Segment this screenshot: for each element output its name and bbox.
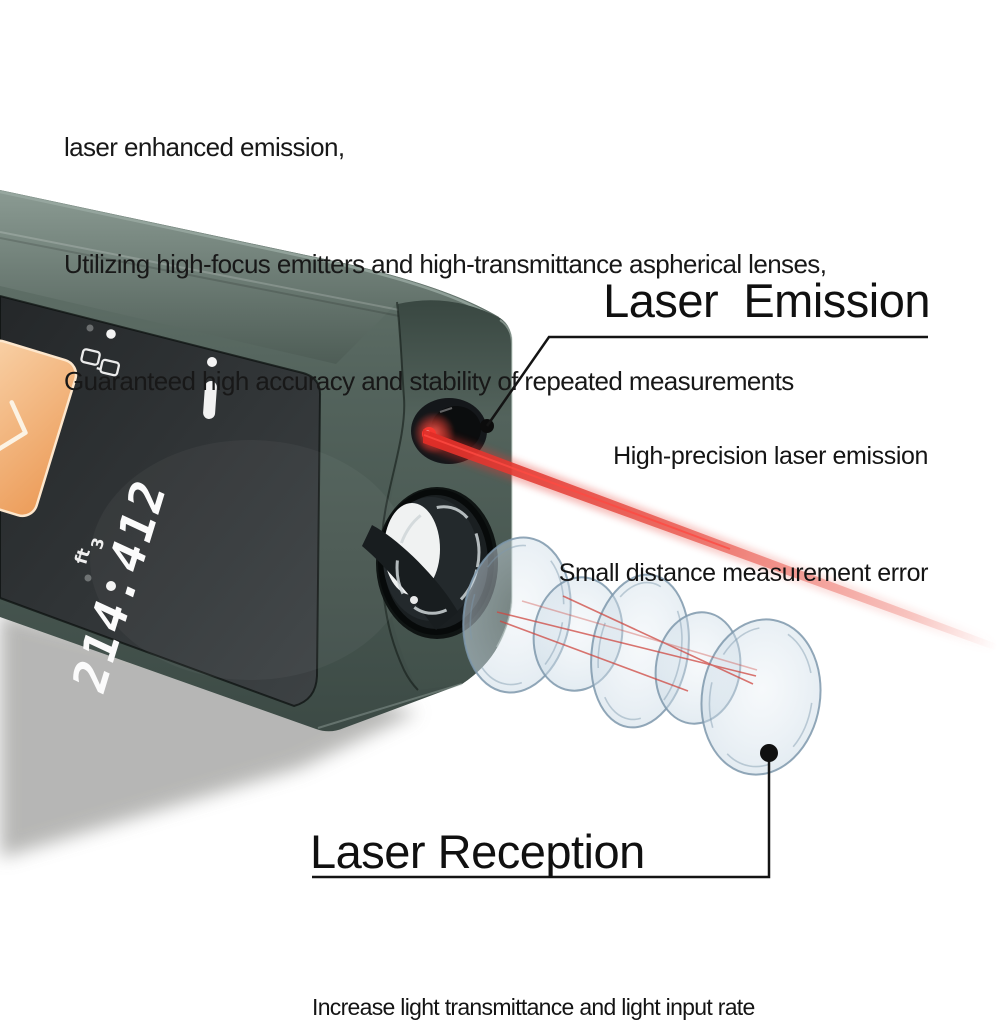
- continuous-measure-icon: [80, 348, 120, 377]
- lens-dark-band: [362, 525, 458, 630]
- emission-callout-line-1: High-precision laser emission: [613, 442, 928, 470]
- button-chevron-icon: [0, 400, 28, 453]
- device-top-face: [0, 190, 499, 364]
- focused-ray-4: [521, 600, 758, 671]
- screen-reflection: [90, 440, 410, 680]
- display-screen: [0, 294, 322, 708]
- emission-callout-title: Laser Emission: [603, 274, 930, 327]
- device: 214.412 ft 3: [0, 190, 513, 732]
- intro-line-3: Guaranteed high accuracy and stability o…: [64, 366, 794, 396]
- focused-ray-2: [562, 595, 754, 685]
- top-face-groove-shade: [0, 237, 431, 323]
- reception-callout-text: Increase light transmittance and light i…: [312, 905, 755, 1020]
- reception-callout-line: [312, 744, 778, 879]
- emission-callout-line-2: Small distance measurement error: [558, 559, 929, 587]
- intro-line-1: laser enhanced emission,: [64, 132, 345, 162]
- emission-callout-line: [485, 335, 928, 427]
- end-cap-seam: [380, 301, 419, 691]
- status-dot-dim-bottom: [84, 574, 92, 582]
- top-face-groove: [0, 231, 431, 317]
- display-unit: ft: [71, 546, 95, 567]
- device-shadow: [0, 612, 418, 858]
- laser-beam: [423, 425, 997, 655]
- intro-text: laser enhanced emission, Utilizing high-…: [64, 50, 827, 440]
- bottom-edge-rim-light: [317, 683, 463, 729]
- laser-indicator-dot: [207, 357, 217, 367]
- focused-ray-3: [499, 620, 689, 692]
- laser-indicator-bar: [203, 381, 217, 419]
- reception-callout-dot: [760, 744, 778, 762]
- aspherical-lens-group: [462, 536, 822, 776]
- display-mode: 3: [87, 535, 108, 551]
- reception-callout-line-1: Increase light transmittance and light i…: [312, 994, 755, 1020]
- reception-callout-title: Laser Reception: [310, 825, 645, 878]
- intro-line-2: Utilizing high-focus emitters and high-t…: [64, 249, 827, 279]
- measure-button: [0, 339, 78, 518]
- focused-rays: [496, 595, 758, 692]
- aspheric-lens-5: [700, 618, 822, 776]
- status-dot-bottom: [106, 581, 116, 591]
- status-dot-dim-top: [86, 324, 94, 332]
- status-dot-top: [106, 329, 116, 339]
- emission-callout-text: High-precision laser emission Small dist…: [558, 359, 929, 632]
- receiver-lens: [362, 487, 498, 639]
